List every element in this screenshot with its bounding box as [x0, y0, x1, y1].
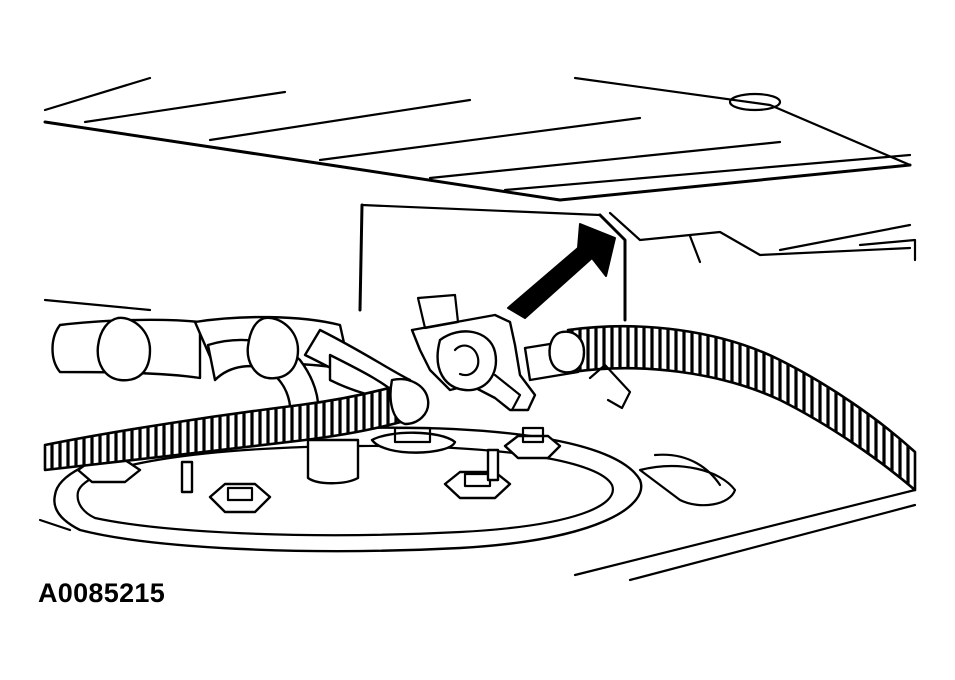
- wiring-loom-right: [548, 324, 917, 492]
- flange-nut: [503, 426, 562, 460]
- wiring-loom-left: [43, 377, 430, 472]
- floor-panel: [38, 76, 917, 582]
- hose-clip: [410, 293, 632, 412]
- callout-arrow: [507, 223, 616, 319]
- flange-nut: [208, 482, 272, 514]
- pump-stem: [306, 438, 360, 485]
- vent-nipple: [486, 448, 500, 482]
- vent-nipple-left: [180, 460, 194, 494]
- flange-nut: [443, 470, 512, 500]
- pump-outlet: [370, 426, 457, 454]
- figure-id-label: A0085215: [38, 578, 166, 608]
